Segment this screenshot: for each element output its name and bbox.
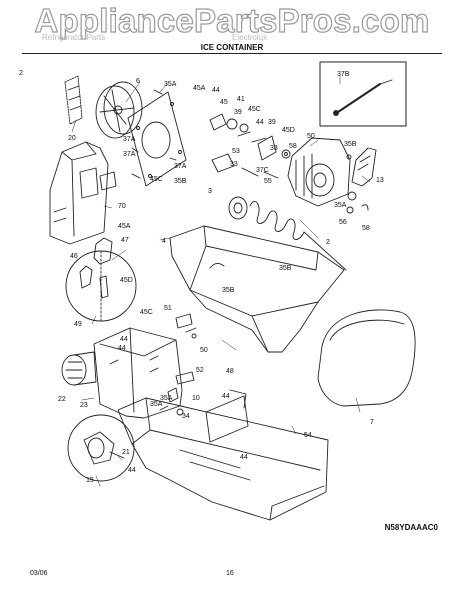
footer-page-number: 16 [226,570,234,577]
part-label: 55 [264,178,272,185]
part-label: 13 [376,177,384,184]
part-label: 22 [58,396,66,403]
part-label: 4 [162,238,166,245]
parts-48-47 [175,313,197,339]
part-label: 45D [282,127,295,134]
title-rule [22,53,442,54]
part-23-plate [127,91,187,187]
part-label: 45A [118,223,131,230]
part-label: 2 [326,239,330,246]
part-label: 45D [120,277,133,284]
part-label: 35B [344,141,357,148]
part-label: 44 [240,454,248,461]
parts-washers [346,154,369,214]
header-faint-left: Refrigerator Parts [42,33,106,42]
part-7-front-cover [317,309,416,407]
part-label: 44 [256,119,264,126]
part-label: 58 [289,143,297,150]
part-label: 35A [150,401,163,408]
part-label: 56 [339,219,347,226]
part-label: 44 [118,345,126,352]
part-label: 37C [256,167,269,174]
parts-shaft [159,371,195,416]
part-70-bracket [49,141,117,245]
part-label: 37B [337,71,350,78]
part-label: 49 [74,321,82,328]
part-label: 10 [192,395,200,402]
part-labels: 2 6 35A 20 45A 44 45 41 45C 39 44 39 37B… [19,70,384,484]
diagram-title: ICE CONTAINER [200,43,264,52]
diagram-code: N58YDAAAC0 [384,523,438,532]
part-22-inset [319,61,407,127]
part-45-inset [65,237,137,322]
part-label: 41 [237,96,245,103]
leader-lines [71,75,371,487]
part-label: 33 [230,161,238,168]
part-label: 45 [220,99,228,106]
part-label: 39 [268,119,276,126]
footer-date: 03/06 [30,570,48,577]
part-label: 52 [196,367,204,374]
part-18-motor [61,351,97,386]
part-label: 53 [232,148,240,155]
part-label: 35A [160,395,173,402]
part-41-housing [287,137,351,207]
part-label: 51 [164,305,172,312]
part-label: 58 [362,225,370,232]
part-label: 47 [121,237,129,244]
part-4-ice-bucket [169,225,345,353]
part-label: 44 [128,467,136,474]
part-label: 45C [150,176,163,183]
part-label: 44 [212,87,220,94]
part-label: 20 [68,135,76,142]
part-label: 45C [248,106,261,113]
part-label: 50 [200,347,208,354]
part-49-base [117,389,329,521]
part-label: 2 [19,70,23,77]
part-label: 70 [118,203,126,210]
part-46-housing [93,327,183,419]
part-label: 44 [120,336,128,343]
part-label: 15 [86,477,94,484]
part-label: 7 [370,419,374,426]
header-faint-right: Electrolux [232,33,268,42]
part-label: 48 [226,368,234,375]
part-label: 45A [193,85,206,92]
linkage-parts [209,113,291,179]
part-13-crank [351,147,377,187]
part-label: 33 [270,145,278,152]
part-label: 37A [123,151,136,158]
part-16-lamp-inset [67,414,135,482]
part-label: 35B [174,178,187,185]
part-label: 35B [222,287,235,294]
part-label: 45C [140,309,153,316]
part-3-auger-hub [228,196,248,220]
part-label: 35A [334,202,347,209]
screws-upper [131,89,177,179]
part-label: 35B [279,265,292,272]
part-label: 35A [164,81,177,88]
part-label: 37A [123,136,136,143]
part-label: 50 [307,133,315,140]
part-6-fan [95,81,143,139]
part-label: 44 [222,393,230,400]
part-label: 39 [234,109,242,116]
part-label: 3 [208,188,212,195]
part-label: 54 [304,432,312,439]
part-2-spring [249,201,347,271]
part-17-foam-strip [64,75,83,125]
watermark: AppliancePartsPros.com [34,1,430,39]
part-label: 34 [182,413,190,420]
part-label: 37A [174,163,187,170]
part-label: 21 [122,449,130,456]
part-label: 46 [70,253,78,260]
part-label: 6 [136,78,140,85]
part-label: 23 [80,402,88,409]
